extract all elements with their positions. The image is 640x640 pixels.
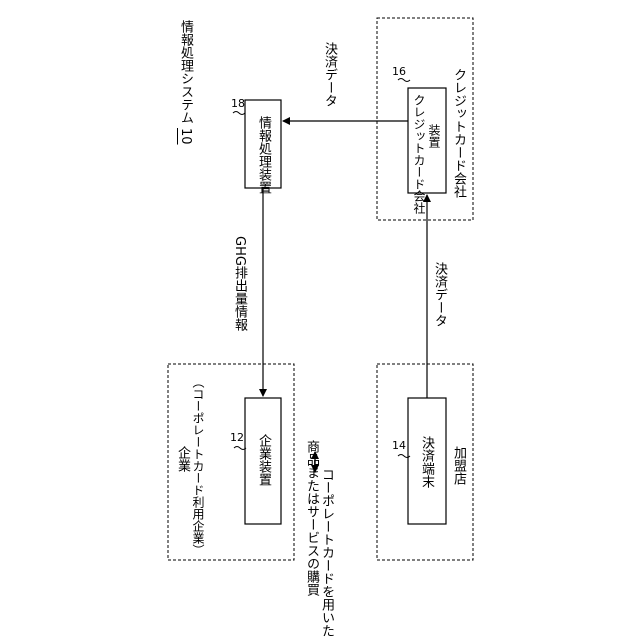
card-device-label-1: クレジットカード会社 bbox=[411, 94, 426, 214]
card-device-ref: 16 bbox=[392, 66, 406, 77]
card-company-label: クレジットカード会社 bbox=[451, 68, 466, 198]
purchase-label-1: コーポレートカードを用いた bbox=[319, 468, 334, 637]
ref-leader-18 bbox=[233, 112, 245, 115]
purchase-label-2: 商品またはサービスの購買 bbox=[304, 440, 319, 596]
system-title-group: 情報処理システム 10 bbox=[178, 20, 193, 145]
corp-device-label: 企業装置 bbox=[256, 434, 271, 486]
terminal-label: 決済端末 bbox=[419, 436, 434, 488]
corp-label-2: （コーポレートカード利用企業） bbox=[190, 376, 205, 556]
info-device-label: 情報処理装置 bbox=[256, 116, 271, 194]
terminal-ref: 14 bbox=[392, 440, 406, 451]
ref-leader-12 bbox=[234, 447, 246, 450]
store-label: 加盟店 bbox=[451, 446, 466, 485]
info-device-ref: 18 bbox=[231, 98, 245, 109]
card-device-label-2: 装置 bbox=[426, 124, 441, 148]
system-ref: 10 bbox=[178, 128, 193, 145]
ghg-info-label: GHG排出量情報 bbox=[232, 236, 247, 331]
corp-label-1: 企業 bbox=[175, 446, 190, 472]
corp-device-ref: 12 bbox=[230, 432, 244, 443]
payment-data-top-label: 決済データ bbox=[322, 42, 337, 107]
payment-data-right-label: 決済データ bbox=[432, 262, 447, 327]
system-title: 情報処理システム bbox=[178, 20, 193, 124]
ref-leader-16 bbox=[398, 79, 410, 82]
